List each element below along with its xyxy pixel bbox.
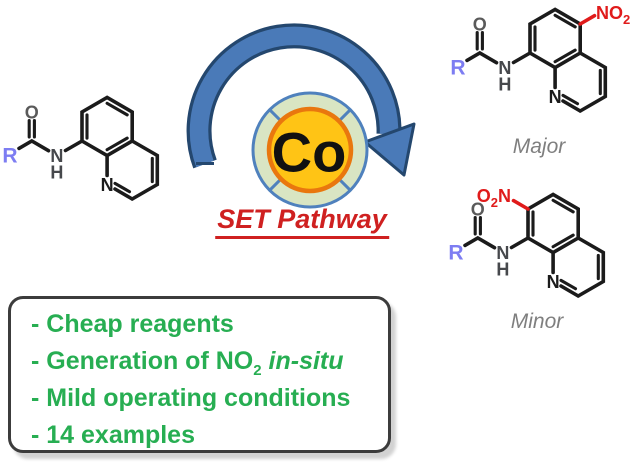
substrate-structure: O N H N R [2, 95, 160, 201]
substrate-bond-skeleton [17, 95, 160, 201]
cobalt-catalyst-badge: Co [251, 91, 369, 209]
minor-product-structure: O N H N R O2N [448, 186, 606, 298]
catalytic-cycle-arrow [186, 23, 416, 177]
set-pathway-label: SET Pathway [215, 204, 389, 239]
minor-nitro-bond [511, 198, 530, 211]
highlight-item-mild-conditions: - Mild operating conditions [31, 384, 351, 412]
minor-amide-n-label: N [496, 243, 509, 263]
minor-carbonyl-oxygen-label: O [471, 200, 485, 220]
minor-nitro-subscript: 2 [491, 195, 498, 210]
substrate-amide-h-label: H [50, 163, 63, 183]
major-bond-skeleton [465, 7, 608, 113]
major-nitro-bond [578, 13, 597, 26]
minor-bond-skeleton [463, 192, 606, 298]
major-quinoline-n-label: N [549, 87, 562, 107]
minor-nitro-o: O [477, 186, 491, 206]
minor-label: Minor [511, 310, 565, 333]
minor-r-group-label: R [448, 242, 463, 265]
spacer [262, 347, 269, 375]
arrow-body [189, 26, 399, 168]
major-label: Major [513, 135, 567, 158]
major-nitro-subscript: 2 [623, 12, 630, 27]
substrate-double-bonds [27, 101, 154, 194]
minor-nitro-label: O2N [477, 186, 511, 210]
catalyst-inner-circle [266, 106, 354, 194]
substrate-quinoline-n-label: N [101, 175, 114, 195]
minor-quinoline-n-label: N [547, 272, 560, 292]
highlight-insitu-italic: in-situ [268, 347, 344, 375]
major-product-structure: O N H N R NO2 [450, 3, 630, 113]
minor-double-bonds [473, 198, 600, 291]
substrate-r-group-label: R [2, 145, 17, 168]
substrate-amide-n-label: N [50, 146, 63, 166]
highlight-item-examples: - 14 examples [31, 421, 195, 449]
minor-amide-h-label: H [496, 260, 509, 280]
highlight-item-no2-insitu: - Generation of NO2 in-situ [31, 343, 388, 380]
highlight-no2-text: - Generation of NO [31, 347, 254, 375]
highlight-no2-subscript: 2 [253, 362, 262, 379]
major-nitro-label: NO2 [596, 3, 630, 27]
arrow-head [363, 122, 416, 177]
highlights-box: - Cheap reagents - Generation of NO2 in-… [8, 296, 391, 453]
major-carbonyl-oxygen-label: O [473, 15, 487, 35]
major-double-bonds [475, 13, 602, 106]
major-amide-h-label: H [498, 75, 511, 95]
highlight-item-cheap-reagents: - Cheap reagents [31, 310, 234, 338]
major-nitro-no: NO [596, 3, 623, 23]
major-r-group-label: R [450, 57, 465, 80]
major-amide-n-label: N [498, 58, 511, 78]
substrate-carbonyl-oxygen-label: O [25, 103, 39, 123]
cobalt-symbol: Co [272, 121, 347, 184]
minor-nitro-n: N [498, 186, 511, 206]
